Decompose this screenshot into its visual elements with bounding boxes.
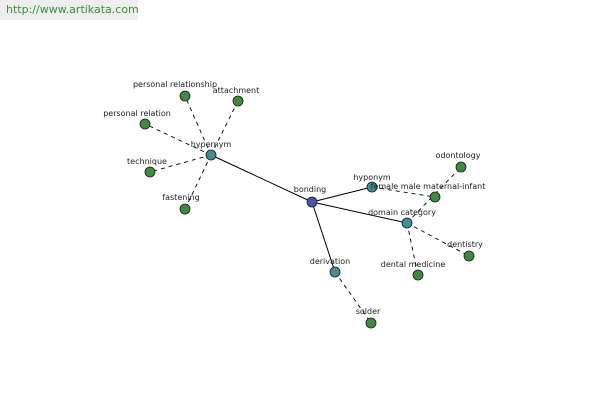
node-domain-category[interactable]: domain category <box>368 208 436 229</box>
node-label-personal-relationship: personal relationship <box>133 80 217 89</box>
node-dental-medicine[interactable]: dental medicine <box>381 260 446 281</box>
edge-derivation-to-solder <box>334 271 372 324</box>
edge-domain-category-to-odontology <box>406 166 462 224</box>
node-circle-domain-category[interactable] <box>401 217 413 229</box>
node-dentistry[interactable]: dentistry <box>447 240 483 262</box>
edge-bonding-to-hyponym <box>311 186 373 203</box>
node-circle-odontology[interactable] <box>455 161 467 173</box>
node-circle-fastening[interactable] <box>179 203 191 215</box>
node-label-derivation: derivation <box>310 257 350 266</box>
edge-domain-category-to-dentistry <box>406 222 470 257</box>
node-technique[interactable]: technique <box>127 157 167 178</box>
edge-hypernym-to-attachment <box>210 100 239 156</box>
node-personal-relation[interactable]: personal relation <box>103 109 171 130</box>
node-circle-bonding[interactable] <box>306 196 318 208</box>
edge-hypernym-to-fastening <box>184 154 212 210</box>
node-attachment[interactable]: attachment <box>213 86 259 107</box>
node-label-female-male-maternal-infant: female male maternal-infant <box>371 182 486 191</box>
node-circle-attachment[interactable] <box>232 95 244 107</box>
node-solder[interactable]: solder <box>356 307 381 329</box>
node-label-technique: technique <box>127 157 167 166</box>
url-banner[interactable]: http://www.artikata.com <box>0 0 139 20</box>
node-label-dentistry: dentistry <box>447 240 483 249</box>
node-circle-solder[interactable] <box>365 317 377 329</box>
node-circle-technique[interactable] <box>144 166 156 178</box>
node-label-solder: solder <box>356 307 381 316</box>
edge-hypernym-to-technique <box>149 154 212 173</box>
edge-bonding-to-derivation <box>311 201 336 273</box>
node-hypernym[interactable]: hypernym <box>191 140 232 161</box>
edge-hypernym-to-personal-relationship <box>184 95 212 156</box>
node-label-personal-relation: personal relation <box>103 109 171 118</box>
node-circle-hypernym[interactable] <box>205 149 217 161</box>
node-circle-personal-relationship[interactable] <box>179 90 191 102</box>
node-label-dental-medicine: dental medicine <box>381 260 446 269</box>
node-derivation[interactable]: derivation <box>310 257 350 278</box>
node-odontology[interactable]: odontology <box>436 151 481 173</box>
node-label-fastening: fastening <box>162 193 199 202</box>
node-hyponym[interactable]: hyponym <box>353 173 391 193</box>
node-personal-relationship[interactable]: personal relationship <box>133 80 217 102</box>
node-fastening[interactable]: fastening <box>162 193 200 215</box>
node-label-hypernym: hypernym <box>191 140 232 149</box>
node-label-domain-category: domain category <box>368 208 436 217</box>
node-circle-dental-medicine[interactable] <box>412 269 424 281</box>
node-circle-derivation[interactable] <box>329 266 341 278</box>
edge-bonding-to-domain-category <box>311 201 408 224</box>
node-circle-hyponym[interactable] <box>366 181 378 193</box>
node-circle-dentistry[interactable] <box>463 250 475 262</box>
node-circle-personal-relation[interactable] <box>139 118 151 130</box>
edge-bonding-to-hypernym <box>210 154 313 203</box>
edge-domain-category-to-dental-medicine <box>406 222 419 276</box>
node-circle-female-male-maternal-infant[interactable] <box>429 191 441 203</box>
node-bonding[interactable]: bonding <box>294 185 327 208</box>
nodes-layer: bonding hypernym hyponym domain category der… <box>103 80 486 329</box>
edges-layer <box>144 95 470 324</box>
node-label-attachment: attachment <box>213 86 259 95</box>
node-female-male-maternal-infant[interactable]: female male maternal-infant <box>371 182 486 203</box>
node-label-bonding: bonding <box>294 185 327 194</box>
node-label-hyponym: hyponym <box>353 173 391 182</box>
edge-hyponym-to-female-male-maternal-infant <box>371 186 436 198</box>
node-label-odontology: odontology <box>436 151 481 160</box>
